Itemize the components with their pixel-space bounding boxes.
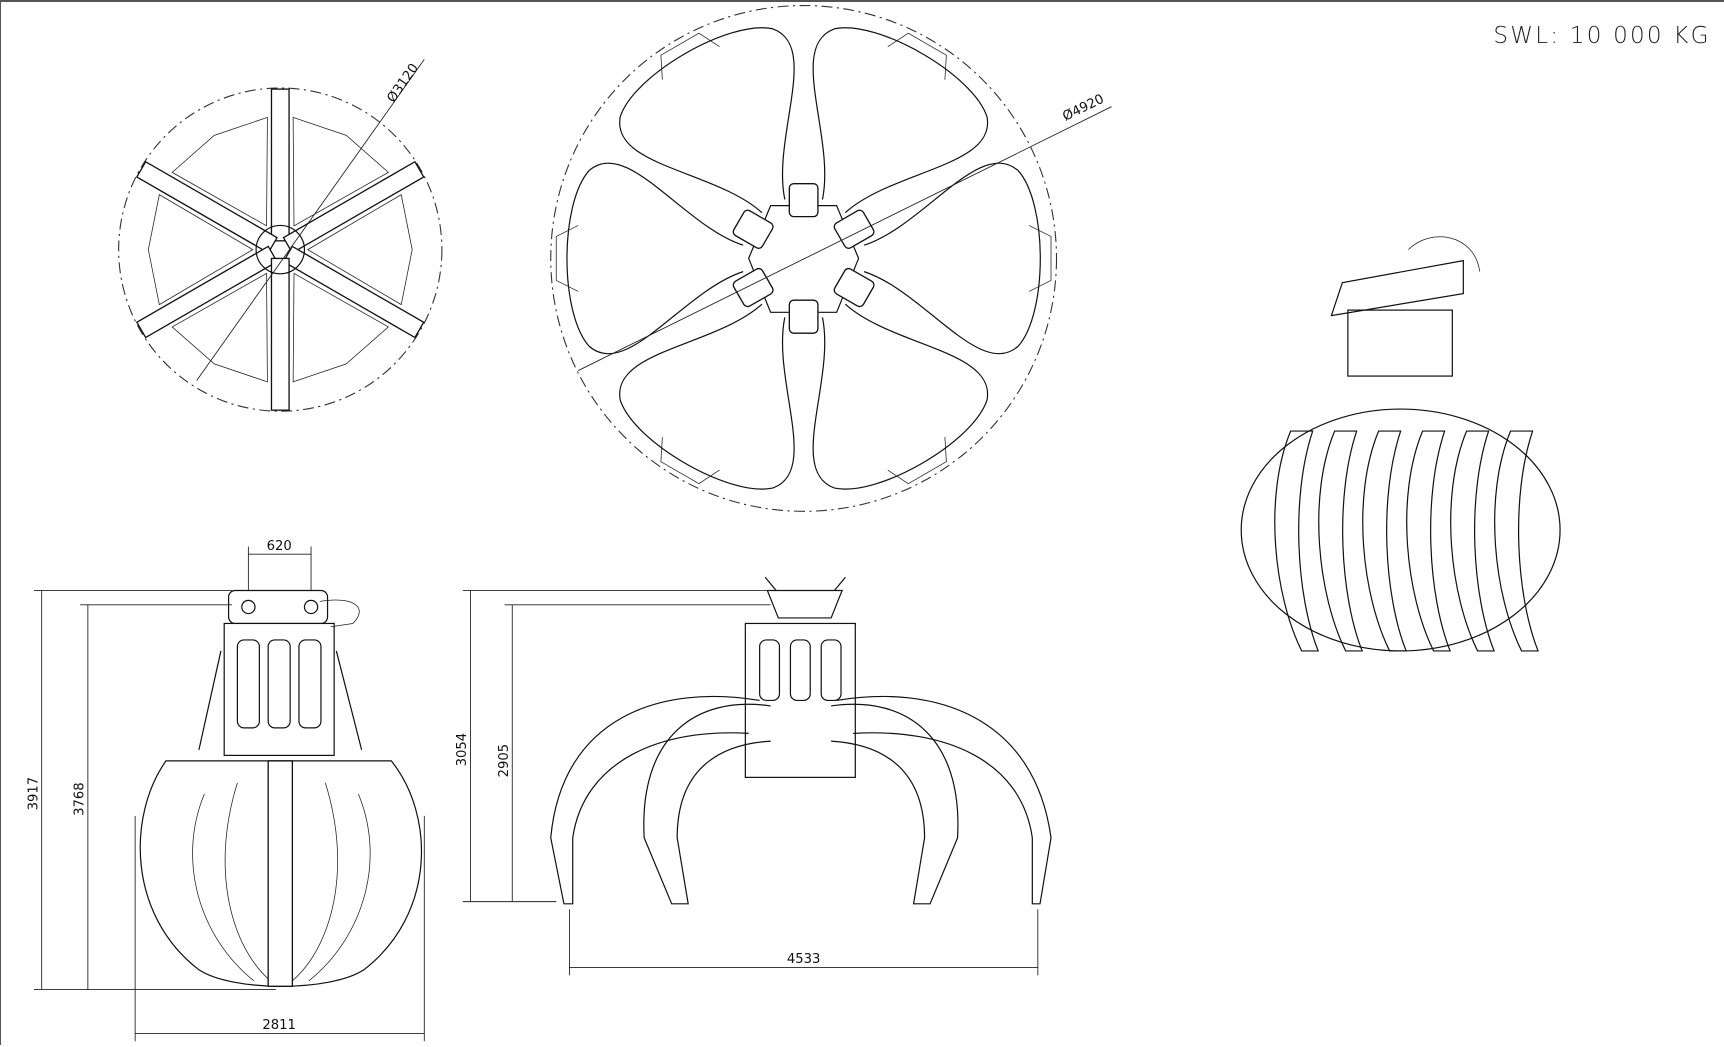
envelope-circle-large [550, 4, 1058, 512]
tine-arm [282, 160, 425, 254]
dim-3917: 3917 [26, 777, 41, 811]
hanger-bracket [1330, 259, 1464, 317]
perspective-tine [1450, 430, 1495, 652]
tine-left-outer [550, 695, 760, 905]
perspective-tine [1274, 430, 1320, 652]
diameter-dim-line-small [196, 59, 425, 381]
safe-working-load-title: SWL: 10 000 KG [1493, 23, 1710, 49]
open-tine-petal [619, 27, 795, 214]
cylinder-head [788, 182, 819, 218]
open-tine-petal [566, 162, 744, 355]
dim-620: 620 [267, 539, 292, 554]
top-bracket-open [766, 589, 844, 619]
cylinder-head [833, 267, 875, 308]
tine-arms [135, 88, 425, 411]
diameter-dim-line-large [578, 106, 1112, 371]
diameter-label-large: Ø4920 [1060, 92, 1106, 125]
tine-petals [555, 27, 1052, 490]
perspective-view [1240, 236, 1561, 652]
tine-shell-outline [292, 116, 390, 227]
side-view-closed: 620 3917 3768 2811 [26, 539, 425, 1042]
dim-3054: 3054 [455, 733, 470, 767]
tine-tip [887, 32, 947, 80]
dim-4533: 4533 [787, 952, 821, 967]
tine-tip [1028, 225, 1052, 292]
perspective-tines [1274, 430, 1539, 652]
tine-arm [282, 245, 425, 339]
perspective-tine [1318, 430, 1364, 652]
perspective-tine [1494, 430, 1539, 652]
side-view-open: 3054 2905 4533 [455, 576, 1052, 976]
tine-arm [270, 257, 290, 411]
tine-right-outer [836, 695, 1052, 905]
tine-shell-outline [306, 194, 413, 306]
hydraulic-cylinders [732, 182, 875, 334]
dim-3768: 3768 [72, 782, 87, 816]
tine-tip [660, 437, 720, 485]
dim-2905: 2905 [497, 744, 512, 778]
cylinder-head [732, 209, 774, 249]
perspective-tine [1362, 430, 1408, 652]
frame-body [223, 622, 335, 756]
frame-body-open [744, 622, 856, 778]
open-tine-petal [619, 303, 795, 490]
tine-right-inner [831, 703, 959, 905]
dim-2811: 2811 [262, 1018, 296, 1033]
open-tine-petal [812, 27, 989, 214]
tine-arm [270, 88, 290, 242]
center-frame [747, 205, 860, 313]
front-tine [267, 760, 294, 987]
diameter-label-small: Ø3120 [385, 61, 422, 106]
tine-shell-outline [171, 116, 268, 227]
upper-frame [1347, 309, 1453, 377]
hose [319, 599, 360, 628]
tine-arm [135, 245, 278, 339]
tine-tip [887, 437, 947, 485]
hub-outline [255, 224, 306, 275]
hydraulic-hose [1408, 236, 1481, 272]
tine-tip [660, 32, 720, 80]
open-tine-petal [863, 162, 1041, 355]
tine-shell-outline [292, 272, 390, 383]
perspective-tine [1406, 430, 1452, 652]
tine-arm [135, 160, 278, 254]
cylinder-head [732, 267, 774, 308]
tine-shell-outline [147, 194, 254, 306]
cylinder-head [788, 299, 819, 334]
bowl-outline [1240, 408, 1561, 652]
open-tine-petal [812, 303, 989, 490]
top-bracket [227, 589, 329, 625]
tine-left-inner [643, 703, 771, 905]
tine-shell-outline [171, 272, 268, 383]
top-view-closed: Ø3120 [118, 59, 443, 412]
tine-tip [555, 225, 579, 292]
top-view-open: Ø4920 [550, 4, 1112, 512]
envelope-circle-small [118, 87, 443, 412]
